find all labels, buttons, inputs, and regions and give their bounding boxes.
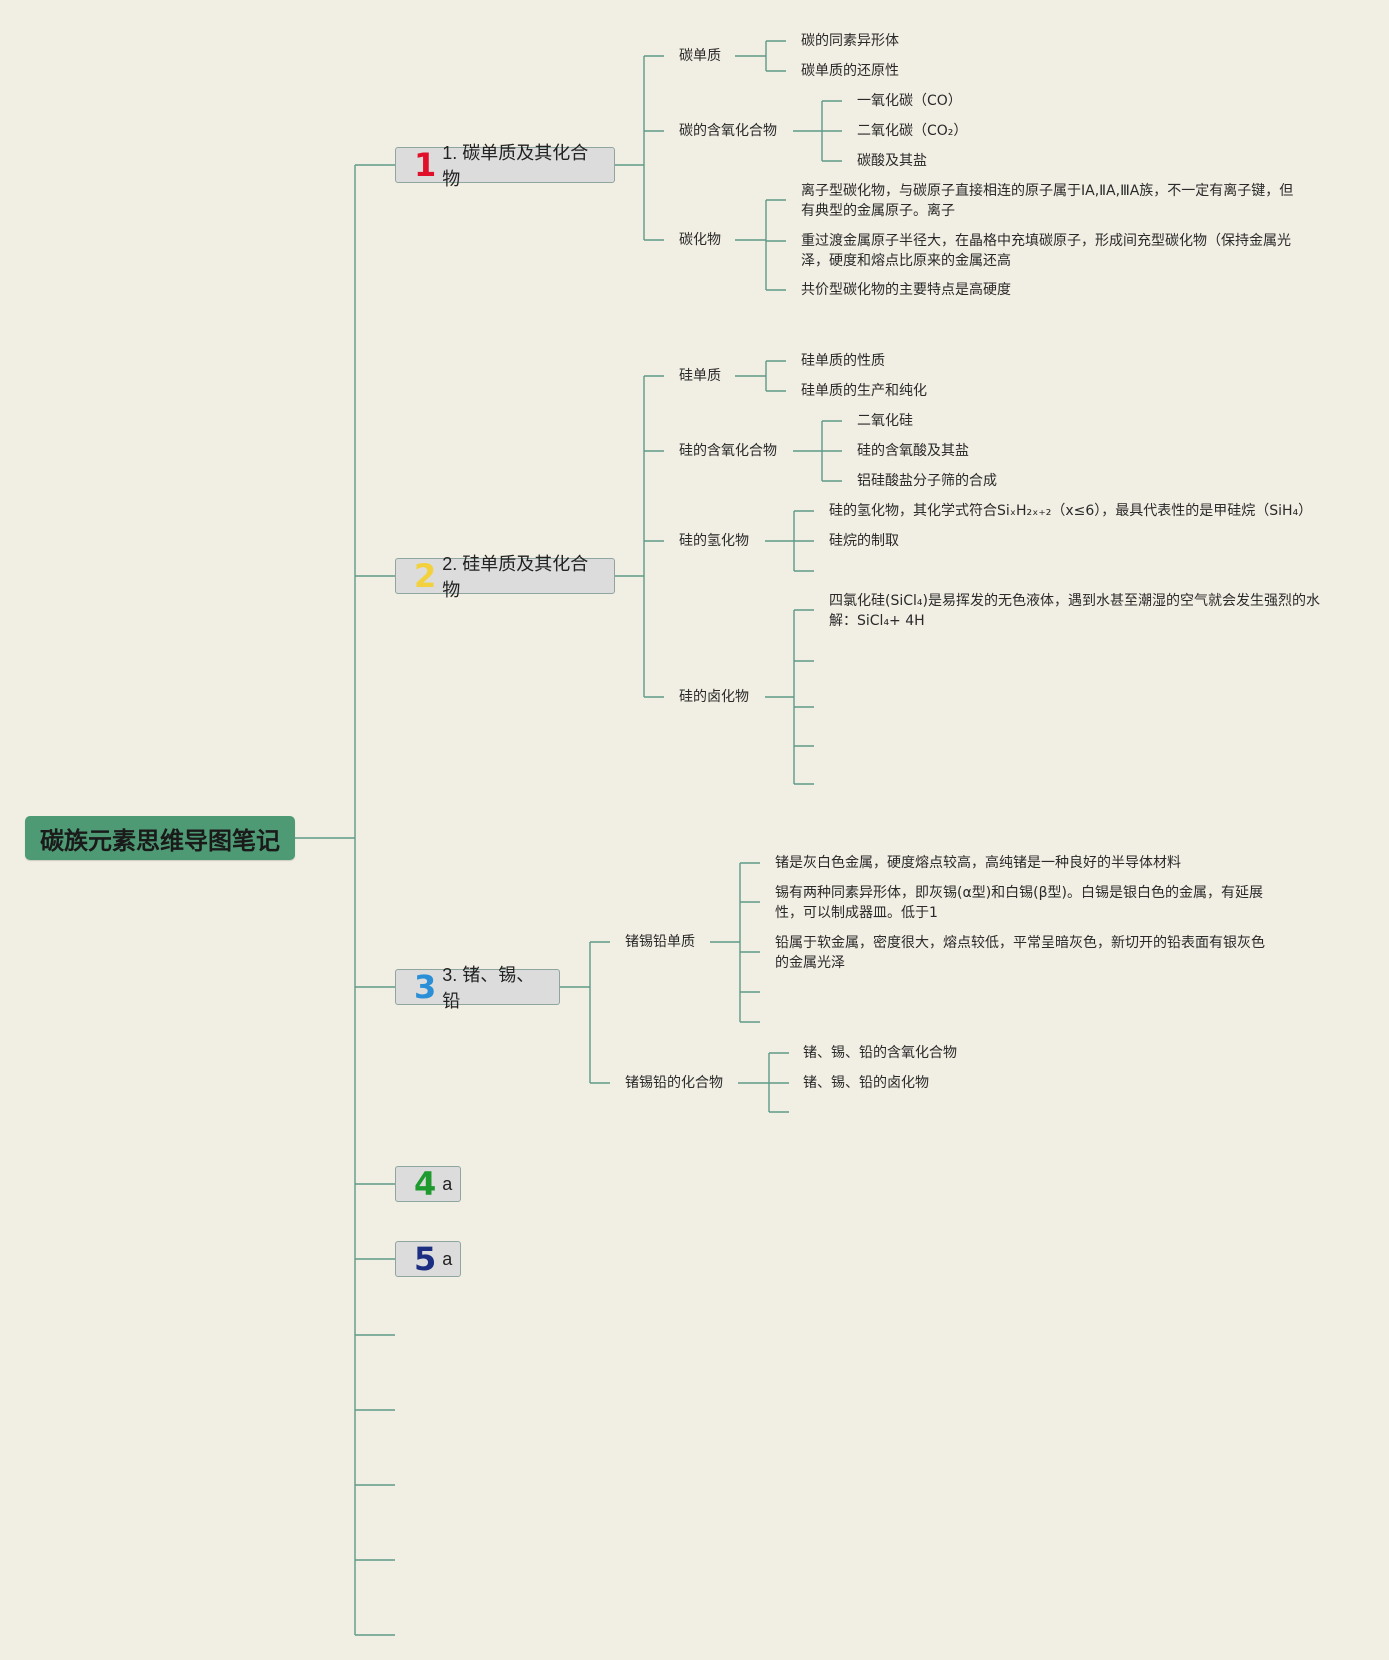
subtopic-silicon-oxides[interactable]: 硅的含氧化合物 [679,443,777,459]
topic-5-label: a [442,1248,453,1269]
subtopic-carbon-elemental[interactable]: 碳单质 [679,48,721,64]
subtopic-carbon-oxides[interactable]: 碳的含氧化合物 [679,123,777,139]
leaf-silicon-properties[interactable]: 硅单质的性质 [801,353,885,369]
leaf-germanium[interactable]: 锗是灰白色金属，硬度熔点较高，高纯锗是一种良好的半导体材料 [775,855,1181,871]
root-title: 碳族元素思维导图笔记 [40,826,280,855]
leaf-aluminosilicate[interactable]: 铝硅酸盐分子筛的合成 [857,473,997,489]
topic-3-label: 3. 锗、锡、铅 [442,965,535,1011]
subtopic-silicon-elemental[interactable]: 硅单质 [679,368,721,384]
root-node[interactable]: 碳族元素思维导图笔记 [25,816,295,860]
topic-1-node[interactable]: 1 1. 碳单质及其化合物 [395,143,615,189]
topic-5-badge: 5 [414,1240,437,1278]
topic-1-badge: 1 [414,146,437,184]
subtopic-ge-sn-pb-elemental[interactable]: 锗锡铅单质 [625,934,695,950]
leaf-silane-preparation[interactable]: 硅烷的制取 [829,533,899,549]
leaf-covalent-carbides[interactable]: 共价型碳化物的主要特点是高硬度 [801,282,1011,298]
leaf-ge-sn-pb-oxides[interactable]: 锗、锡、铅的含氧化合物 [803,1045,957,1061]
leaf-silicic-acid[interactable]: 硅的含氧酸及其盐 [857,443,969,459]
leaf-silicon-production[interactable]: 硅单质的生产和纯化 [801,383,927,399]
leaf-tin[interactable]: 锡有两种同素异形体，即灰锡(α型)和白锡(β型)。白锡是银白色的金属，有延展性，… [775,885,1264,921]
leaf-carbon-allotropes[interactable]: 碳的同素异形体 [801,33,899,49]
topic-4-label: a [442,1173,453,1194]
leaf-co2[interactable]: 二氧化碳（CO₂） [857,123,968,139]
topic-2-label: 2. 硅单质及其化合物 [442,554,589,600]
topic-4-badge: 4 [414,1165,437,1203]
leaf-silicon-dioxide[interactable]: 二氧化硅 [857,413,913,429]
leaf-carbonic-acid[interactable]: 碳酸及其盐 [857,153,927,169]
leaf-silane-formula[interactable]: 硅的氢化物，其化学式符合SiₓH₂ₓ₊₂（x≤6），最具代表性的是甲硅烷（SiH… [829,503,1313,519]
topic-4-node[interactable]: 4 a [395,1166,461,1202]
leaf-ionic-carbides[interactable]: 离子型碳化物，与碳原子直接相连的原子属于ⅠA,ⅡA,ⅢA族，不一定有离子键，但有… [801,183,1294,219]
topic-2-badge: 2 [414,557,437,595]
topic-3-badge: 3 [414,968,437,1006]
subtopic-carbides[interactable]: 碳化物 [679,232,721,248]
subtopic-ge-sn-pb-compounds[interactable]: 锗锡铅的化合物 [625,1075,723,1091]
topic-1-label: 1. 碳单质及其化合物 [442,143,589,189]
topic-3-node[interactable]: 3 3. 锗、锡、铅 [395,965,560,1011]
leaf-interstitial-carbides[interactable]: 重过渡金属原子半径大，在晶格中充填碳原子，形成间充型碳化物（保持金属光泽，硬度和… [801,233,1291,269]
leaf-sicl4[interactable]: 四氯化硅(SiCl₄)是易挥发的无色液体，遇到水甚至潮湿的空气就会发生强烈的水解… [829,593,1320,629]
topic-2-node[interactable]: 2 2. 硅单质及其化合物 [395,554,615,600]
leaf-co[interactable]: 一氧化碳（CO） [857,93,962,109]
subtopic-silicon-hydrides[interactable]: 硅的氢化物 [679,533,749,549]
topic-5-node[interactable]: 5 a [395,1241,461,1277]
leaf-ge-sn-pb-halides[interactable]: 锗、锡、铅的卤化物 [803,1075,929,1091]
subtopic-silicon-halides[interactable]: 硅的卤化物 [679,689,749,705]
leaf-lead[interactable]: 铅属于软金属，密度很大，熔点较低，平常呈暗灰色，新切开的铅表面有银灰色的金属光泽 [775,935,1265,971]
leaf-carbon-reducibility[interactable]: 碳单质的还原性 [801,63,899,79]
